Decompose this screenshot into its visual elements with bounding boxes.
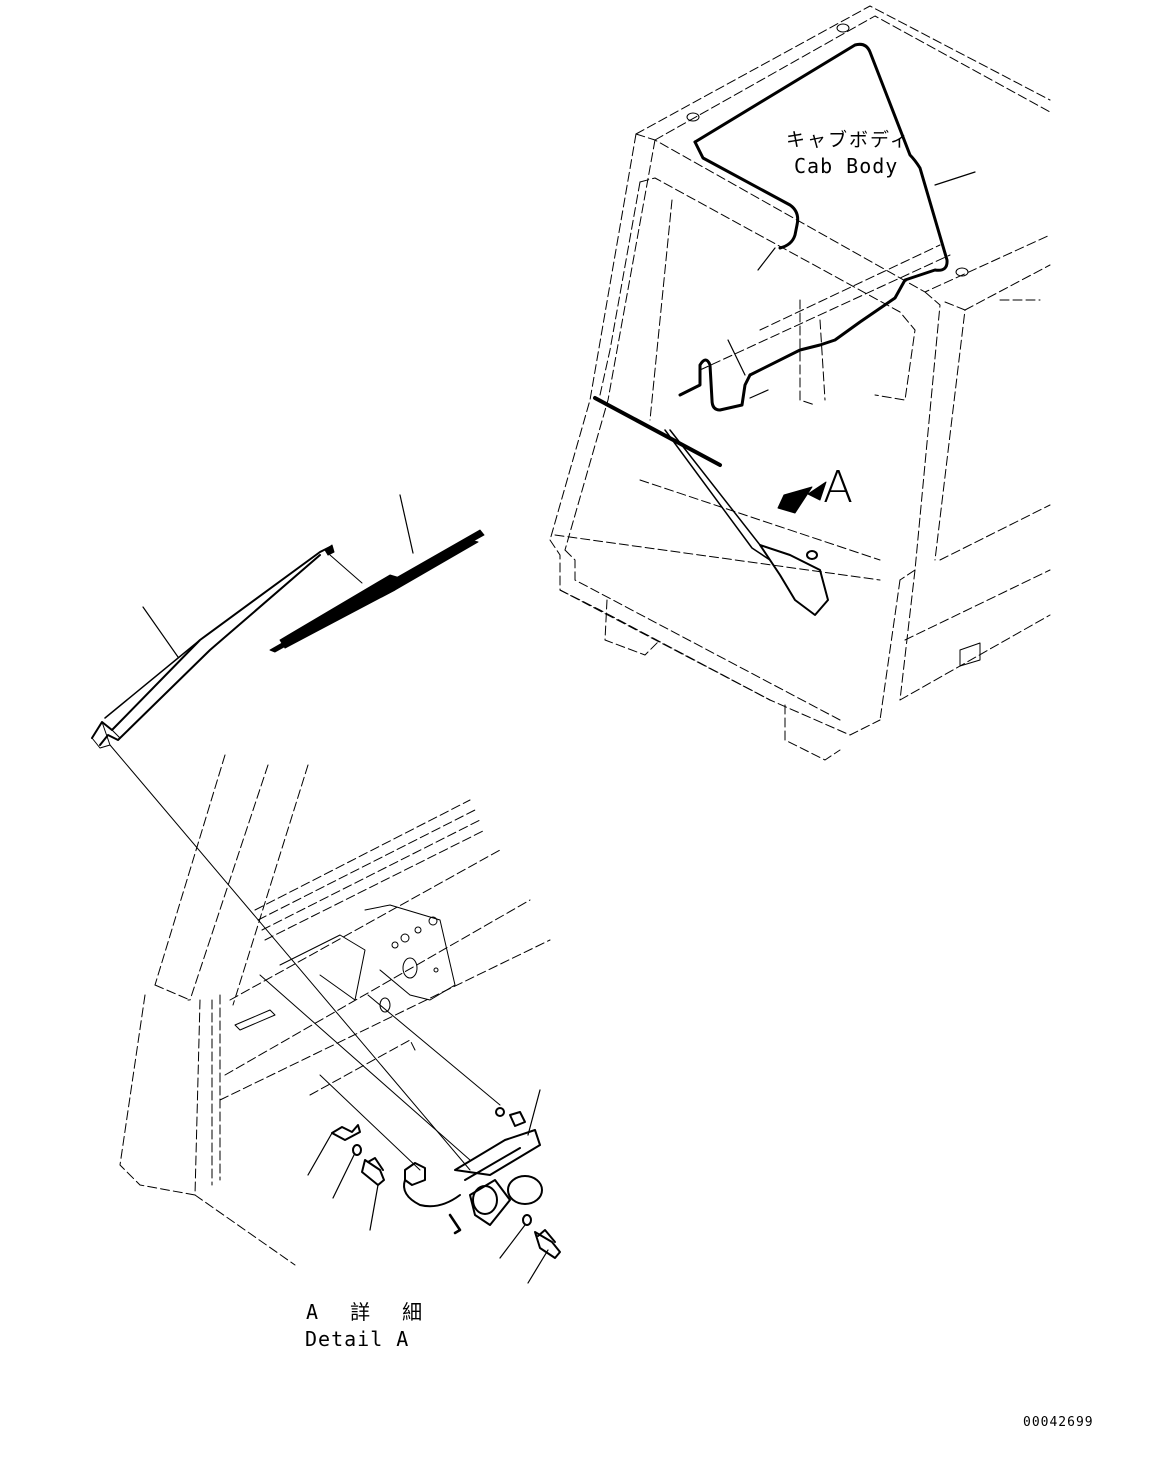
drawing-number: 00042699 [1023,1415,1094,1430]
washer-hose [678,42,949,412]
arm-blade-link [329,554,363,584]
detail-a-frame [119,754,551,1266]
wiper-arm-leader [142,606,179,658]
wiper-blade [269,529,485,653]
side-clip [959,642,981,667]
wiper-blade-leader [399,494,414,554]
wiper-arm [91,544,335,749]
lock-washer-left [352,1144,362,1156]
detail-title-en: Detail A [305,1327,410,1351]
leader-lines-detail [307,1132,549,1284]
clip [331,1124,361,1141]
motor-mount-bracket [234,904,456,1031]
wiper-motor [403,1107,543,1235]
detail-title-jp: A 詳 細 [306,1300,433,1324]
bolt-left [361,1157,385,1186]
view-marker-label: A [823,462,854,513]
view-arrow [777,486,813,514]
lock-washer-right [522,1214,532,1226]
exploded-leaders [109,744,501,1171]
cab-body-outline [549,5,1051,761]
wiper-on-cab [593,396,829,616]
roof-mounts [686,23,969,277]
bolt-right [534,1229,561,1259]
cab-body-label-en: Cab Body [794,154,899,178]
cab-body-label-jp: キャブボディ [786,129,911,151]
leader-lines-upper [727,171,976,399]
motor-leader [527,1089,541,1136]
